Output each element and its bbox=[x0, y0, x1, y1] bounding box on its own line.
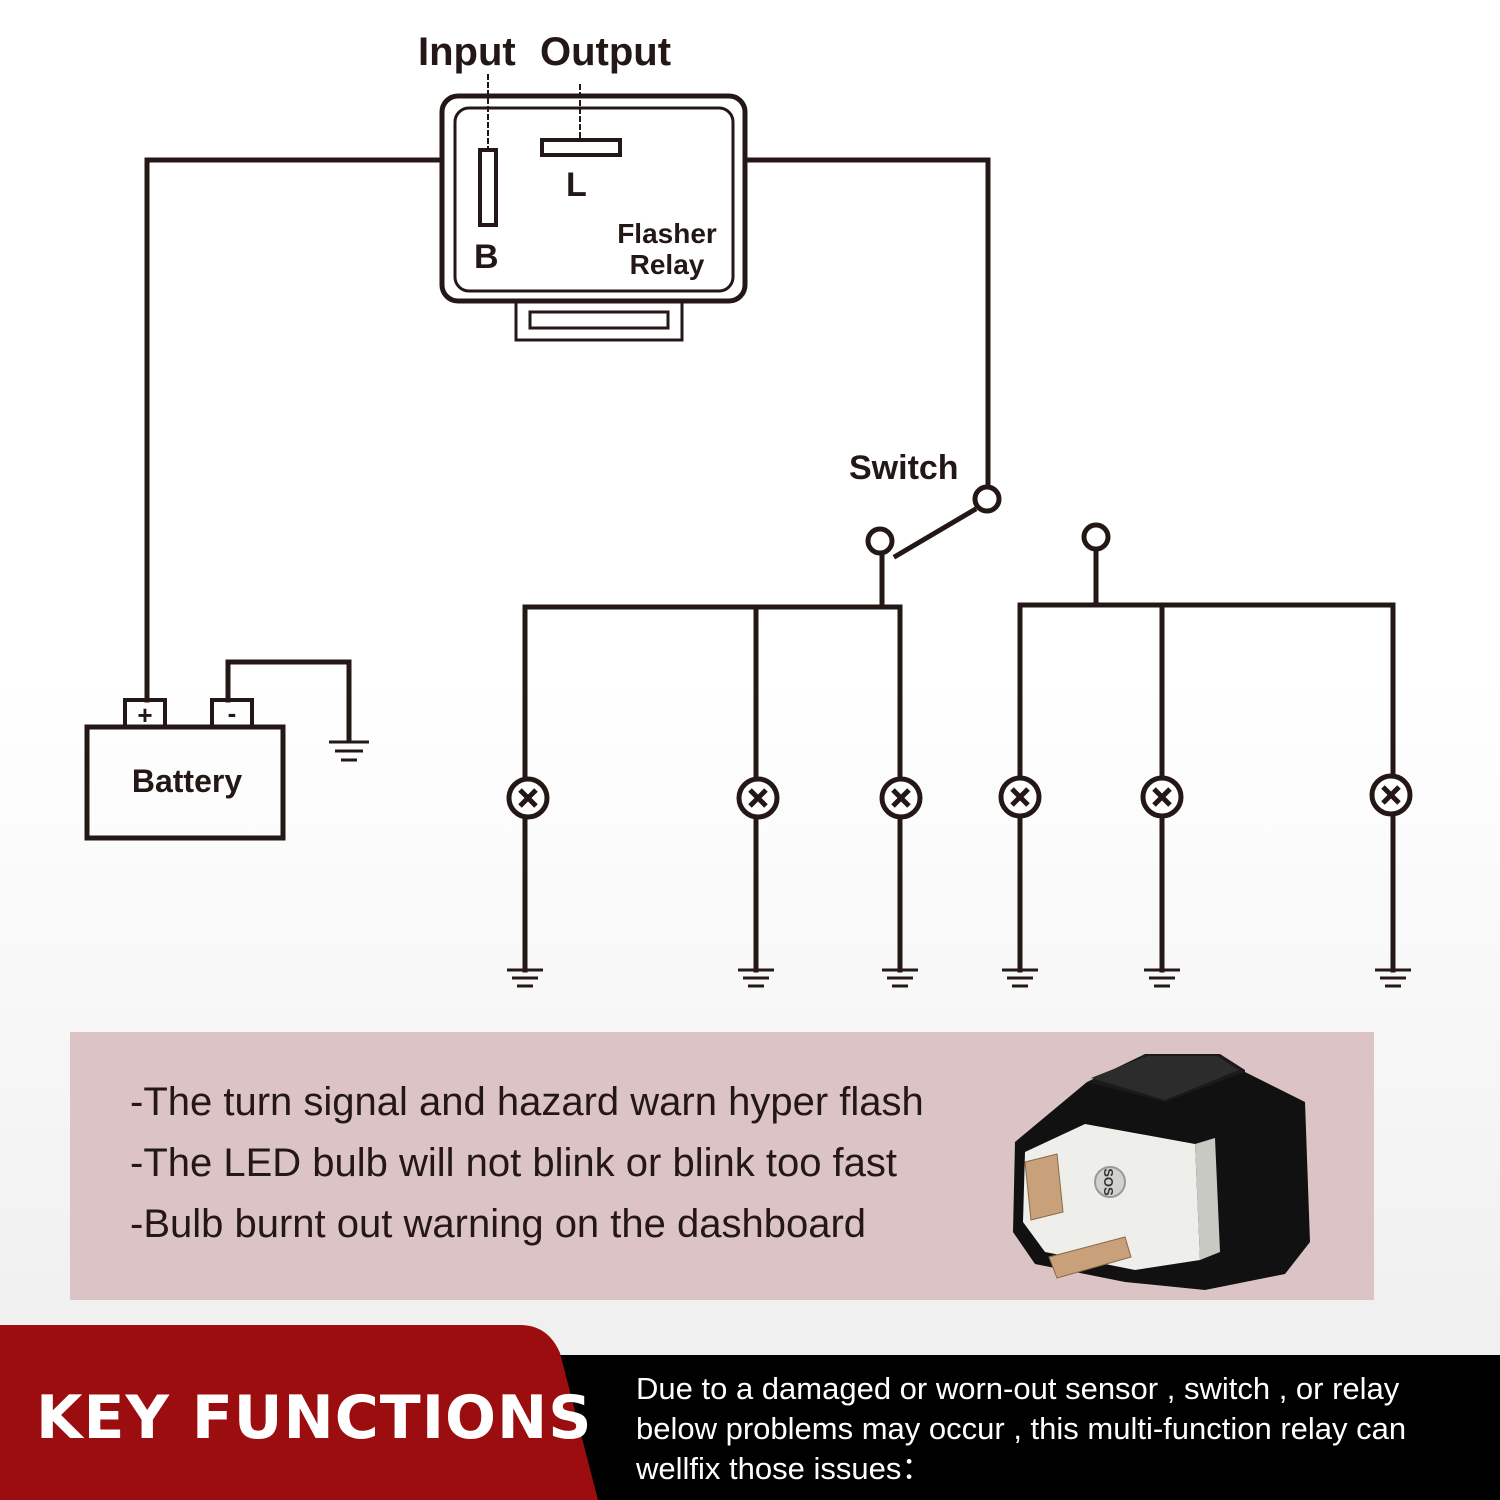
left-bus bbox=[522, 604, 903, 788]
switch bbox=[865, 484, 1111, 609]
input-label: Input bbox=[418, 30, 516, 74]
output-label: Output bbox=[540, 30, 671, 74]
footer-description: Due to a damaged or worn-out sensor , sw… bbox=[636, 1371, 1407, 1486]
lamp-icon bbox=[1369, 773, 1413, 817]
lamp-icon bbox=[998, 775, 1042, 819]
output-wire bbox=[742, 157, 991, 490]
pin-b-label: B bbox=[474, 238, 499, 276]
flasher-relay bbox=[439, 93, 748, 342]
issue-item: -Bulb burnt out warning on the dashboard bbox=[130, 1202, 867, 1246]
ground-icon bbox=[1375, 968, 1411, 988]
battery bbox=[84, 659, 352, 841]
switch-label: Switch bbox=[849, 449, 959, 487]
battery-plus-terminal bbox=[123, 698, 167, 729]
footer-banner: KEY FUNCTIONS Due to a damaged or worn-o… bbox=[0, 1325, 1500, 1500]
key-functions-title: KEY FUNCTIONS bbox=[36, 1383, 593, 1453]
relay-pin-l bbox=[540, 138, 622, 157]
battery-minus-sign: - bbox=[228, 698, 237, 728]
wiring-diagram: Input Output L B Flasher Relay Switch Ba… bbox=[84, 30, 1413, 988]
lamp-icon bbox=[1140, 775, 1184, 819]
battery-plus-sign: + bbox=[137, 700, 152, 730]
issue-item: -The turn signal and hazard warn hyper f… bbox=[130, 1080, 924, 1124]
issue-list: -The turn signal and hazard warn hyper f… bbox=[130, 1072, 924, 1255]
flasher-relay-photo: SOS bbox=[1013, 1054, 1310, 1290]
ground-icon bbox=[329, 740, 369, 762]
photo-sos-text: SOS bbox=[1101, 1168, 1116, 1196]
ground-icon bbox=[882, 968, 918, 988]
relay-pin-b bbox=[478, 148, 498, 227]
issue-item: -The LED bulb will not blink or blink to… bbox=[130, 1141, 898, 1185]
lamp-icon bbox=[506, 776, 550, 820]
relay-name-line1: Flasher bbox=[617, 218, 717, 249]
ground-icon bbox=[1144, 968, 1180, 988]
footer-red-tab bbox=[0, 1325, 598, 1500]
relay-name-line2: Relay bbox=[630, 249, 705, 280]
lamp-icon bbox=[736, 776, 780, 820]
battery-label: Battery bbox=[132, 763, 242, 799]
battery-minus-terminal bbox=[210, 698, 254, 729]
pin-l-label: L bbox=[566, 166, 587, 204]
lamp-icon bbox=[879, 776, 923, 820]
ground-icon bbox=[507, 968, 543, 988]
ground-icon bbox=[1002, 968, 1038, 988]
issues-panel: -The turn signal and hazard warn hyper f… bbox=[70, 1032, 1374, 1300]
right-bus bbox=[1017, 602, 1396, 788]
ground-icon bbox=[738, 968, 774, 988]
battery-wire bbox=[144, 157, 445, 703]
